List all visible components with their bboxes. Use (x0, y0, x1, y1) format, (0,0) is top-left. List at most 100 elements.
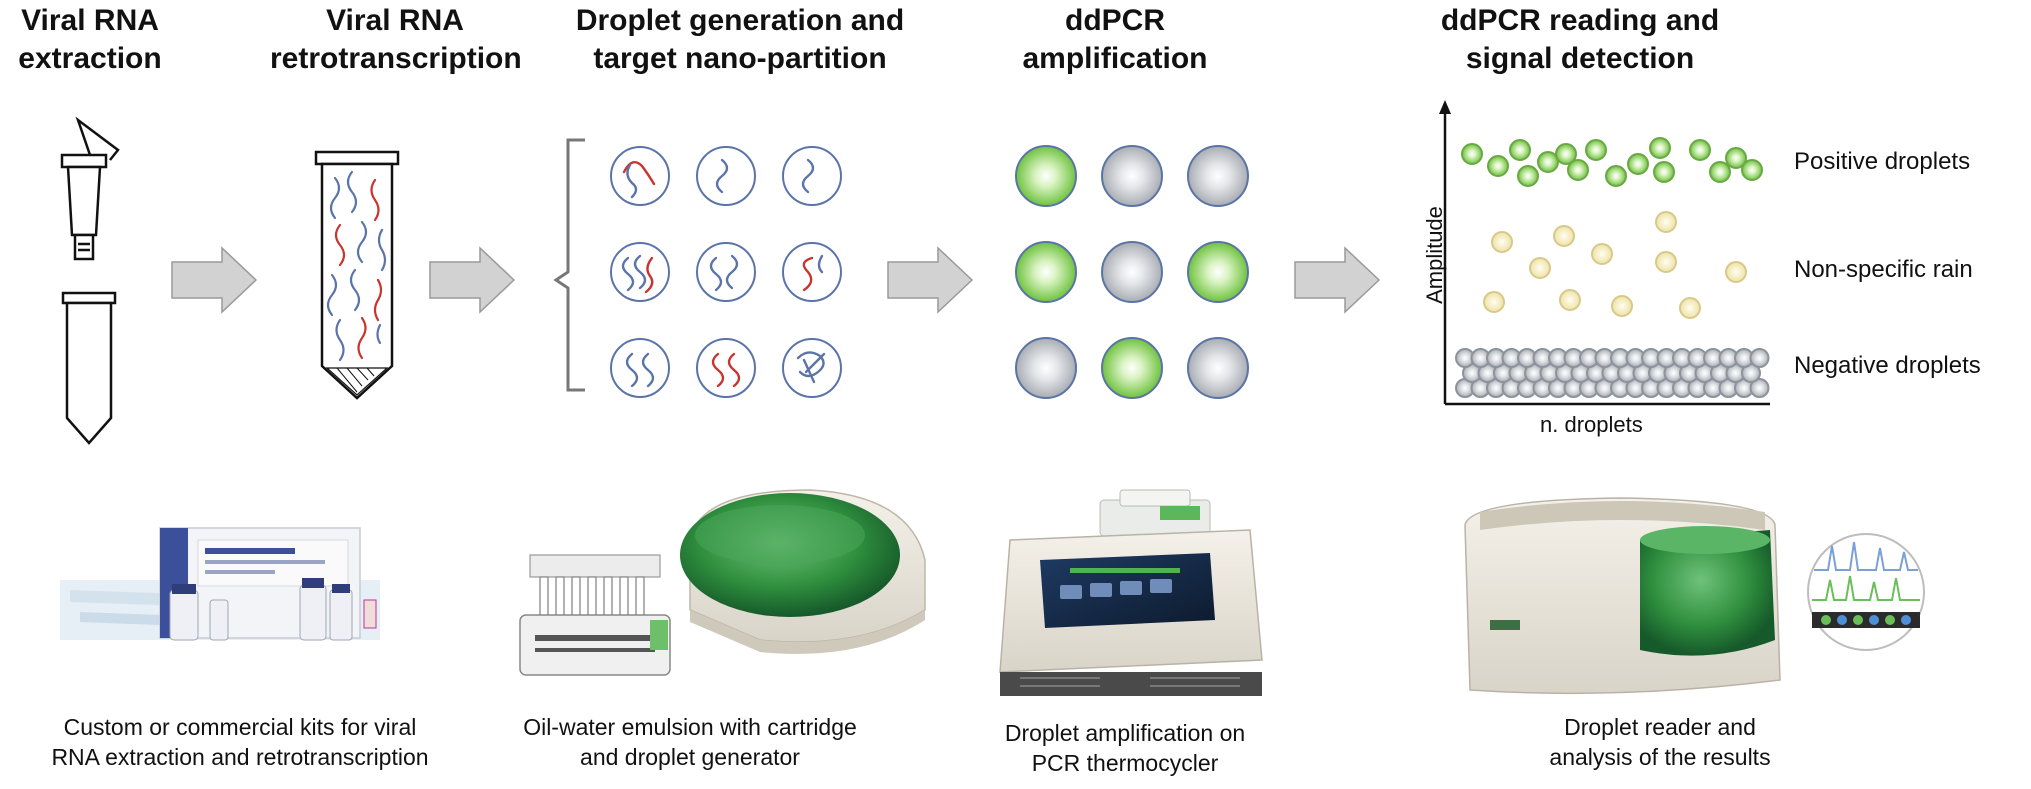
title-line: extraction (18, 42, 162, 75)
step-title-amplification: ddPCR amplification (990, 2, 1240, 78)
y-axis-arrow-icon (1439, 100, 1451, 114)
plot-ylabel: Amplitude (1422, 206, 1447, 304)
rain-droplet-dot (1655, 251, 1677, 273)
partition-droplet (696, 242, 756, 302)
caption-line: Oil-water emulsion with cartridge (523, 714, 857, 740)
negative-droplet-dot (1749, 348, 1770, 368)
positive-droplets (1461, 137, 1763, 187)
positive-droplet-dot (1555, 143, 1577, 165)
rna-strands (621, 158, 826, 388)
positive-droplet (1187, 241, 1249, 303)
amplification-grid (1015, 145, 1249, 399)
caption-line: Droplet reader and (1564, 714, 1756, 740)
positive-droplet-dot (1585, 139, 1607, 161)
partition-droplet (782, 338, 842, 398)
partition-droplet (696, 338, 756, 398)
rain-droplet-dot (1491, 231, 1513, 253)
title-line: amplification (1022, 42, 1208, 75)
arrow-icon (171, 246, 258, 314)
caption-line: and droplet generator (580, 744, 800, 770)
caption-amplification: Droplet amplification on PCR thermocycle… (960, 718, 1290, 778)
legend-positive-droplets: Positive droplets (1794, 148, 1971, 175)
positive-droplet-dot (1461, 143, 1483, 165)
title-line: retrotranscription (270, 42, 522, 75)
caption-line: analysis of the results (1549, 744, 1771, 770)
falcon-tube-icon (61, 291, 117, 445)
positive-droplet-dot (1487, 155, 1509, 177)
rain-droplet-dot (1553, 225, 1575, 247)
rain-droplet-dot (1591, 243, 1613, 265)
results-plot-icon (1807, 533, 1925, 651)
positive-droplet-dot (1509, 139, 1531, 161)
negative-droplets (1455, 348, 1770, 398)
positive-droplet-dot (1741, 159, 1763, 181)
step-title-reading: ddPCR reading and signal detection (1380, 2, 1780, 78)
caption-extraction-kits: Custom or commercial kits for viral RNA … (20, 712, 460, 772)
rain-droplet-dot (1725, 261, 1747, 283)
rain-droplet-dot (1655, 211, 1677, 233)
negative-droplet (1101, 241, 1163, 303)
title-line: Droplet generation and (575, 4, 905, 37)
thermocycler-illustration (999, 489, 1263, 696)
bracket-icon (553, 138, 585, 392)
rain-droplet-dot (1559, 289, 1581, 311)
negative-droplet-dot (1749, 378, 1770, 398)
rain-droplet-dot (1483, 291, 1505, 313)
partition-droplet (782, 146, 842, 206)
arrow-icon (887, 246, 974, 314)
positive-droplet (1015, 145, 1077, 207)
eppendorf-tube-icon (60, 116, 120, 261)
rna-tube-icon (314, 150, 400, 400)
caption-line: RNA extraction and retrotranscription (51, 744, 429, 770)
negative-droplet (1187, 145, 1249, 207)
title-line: ddPCR (1065, 4, 1165, 37)
negative-droplet (1015, 337, 1077, 399)
positive-droplet (1101, 337, 1163, 399)
positive-droplet-dot (1725, 147, 1747, 169)
title-line: target nano-partition (593, 42, 887, 75)
positive-droplet-dot (1689, 139, 1711, 161)
negative-droplet (1187, 337, 1249, 399)
positive-droplet (1015, 241, 1077, 303)
arrow-icon (1294, 246, 1381, 314)
positive-droplet-dot (1627, 153, 1649, 175)
droplet-reader-illustration (1464, 497, 1781, 695)
caption-line: Custom or commercial kits for viral (63, 714, 417, 740)
caption-line: Droplet amplification on (1004, 720, 1246, 746)
legend-non-specific-rain: Non-specific rain (1794, 256, 1973, 283)
step-title-droplet-generation: Droplet generation and target nano-parti… (540, 2, 940, 78)
title-line: ddPCR reading and (1440, 4, 1720, 37)
positive-droplet-dot (1605, 165, 1627, 187)
positive-droplet-dot (1517, 165, 1539, 187)
step-title-retrotranscription: Viral RNA retrotranscription (270, 2, 522, 78)
partition-droplet (782, 242, 842, 302)
positive-droplet-dot (1709, 161, 1731, 183)
legend-negative-droplets: Negative droplets (1794, 352, 1981, 379)
title-line: Viral RNA (326, 4, 464, 37)
arrow-icon (429, 246, 516, 314)
rain-droplet-dot (1611, 295, 1633, 317)
partition-droplet (610, 338, 670, 398)
caption-emulsion: Oil-water emulsion with cartridge and dr… (480, 712, 900, 772)
title-line: signal detection (1465, 42, 1695, 75)
extraction-kit-illustration (60, 527, 380, 641)
partition-droplet (696, 146, 756, 206)
positive-droplet-dot (1649, 137, 1671, 159)
rain-droplet-dot (1679, 297, 1701, 319)
amplitude-plot (1439, 100, 1770, 406)
droplet-generator-illustration (519, 489, 926, 676)
rain-droplet-dot (1529, 257, 1551, 279)
step-title-extraction: Viral RNA extraction (0, 2, 180, 78)
partition-grid (610, 146, 842, 398)
rain-droplets (1483, 211, 1747, 319)
positive-droplet-dot (1653, 161, 1675, 183)
positive-droplet-dot (1537, 151, 1559, 173)
partition-droplet (610, 146, 670, 206)
plot-xlabel: n. droplets (1540, 412, 1643, 437)
positive-droplet-dot (1567, 159, 1589, 181)
caption-line: PCR thermocycler (1031, 750, 1219, 776)
negative-droplet (1101, 145, 1163, 207)
title-line: Viral RNA (21, 4, 159, 37)
caption-reader: Droplet reader and analysis of the resul… (1510, 712, 1810, 772)
